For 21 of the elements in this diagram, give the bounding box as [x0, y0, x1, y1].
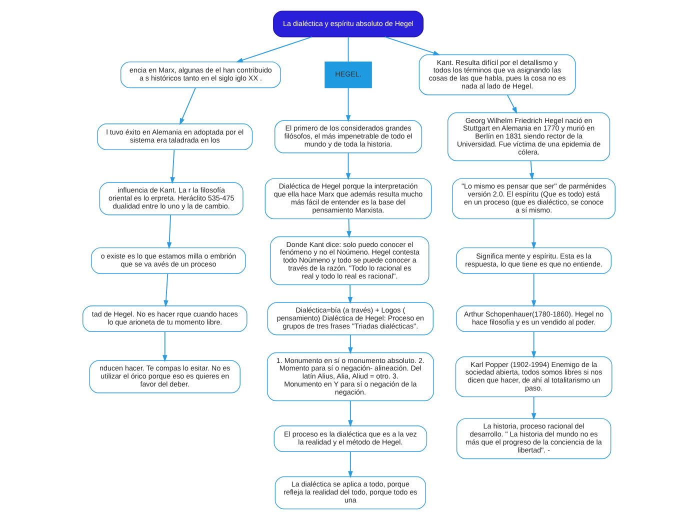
- arrow: [530, 218, 536, 250]
- arrow: [528, 160, 534, 180]
- arrow: [345, 87, 350, 122]
- arrow: [179, 87, 196, 126]
- arrow: [530, 396, 536, 420]
- connector: [347, 36, 348, 62]
- arrow: [530, 273, 536, 308]
- arrow: [345, 152, 350, 180]
- arrow: [530, 331, 536, 358]
- arrow: [506, 94, 517, 114]
- arrow: [348, 451, 352, 478]
- arrow: [235, 36, 312, 62]
- arrow: [348, 400, 352, 427]
- arrow: [348, 334, 352, 354]
- arrow: [384, 36, 440, 56]
- arrow: [166, 214, 172, 250]
- arrow: [162, 331, 167, 362]
- arrow: [347, 284, 352, 304]
- arrow: [346, 218, 351, 238]
- arrow: [163, 273, 168, 308]
- arrow: [170, 149, 174, 184]
